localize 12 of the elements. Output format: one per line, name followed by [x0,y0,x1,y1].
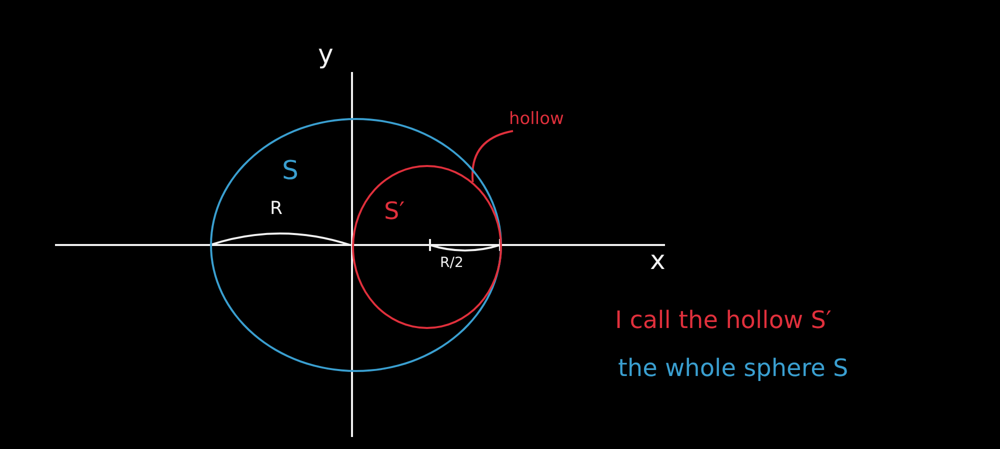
dimension-label: R/2 [440,256,464,270]
axis-label: x [650,248,666,274]
note-text: I call the hollow S′ [615,308,832,332]
sphere-label: S [282,158,299,184]
sphere-circle [210,118,502,372]
hollow-circle [352,165,502,329]
leader-line [472,130,514,182]
callout-text: hollow [505,108,568,131]
note-text: the whole sphere S [618,356,848,380]
dimension-label: R [270,200,283,218]
axis-label: y [318,42,334,68]
hollow-label: S′ [384,199,405,223]
